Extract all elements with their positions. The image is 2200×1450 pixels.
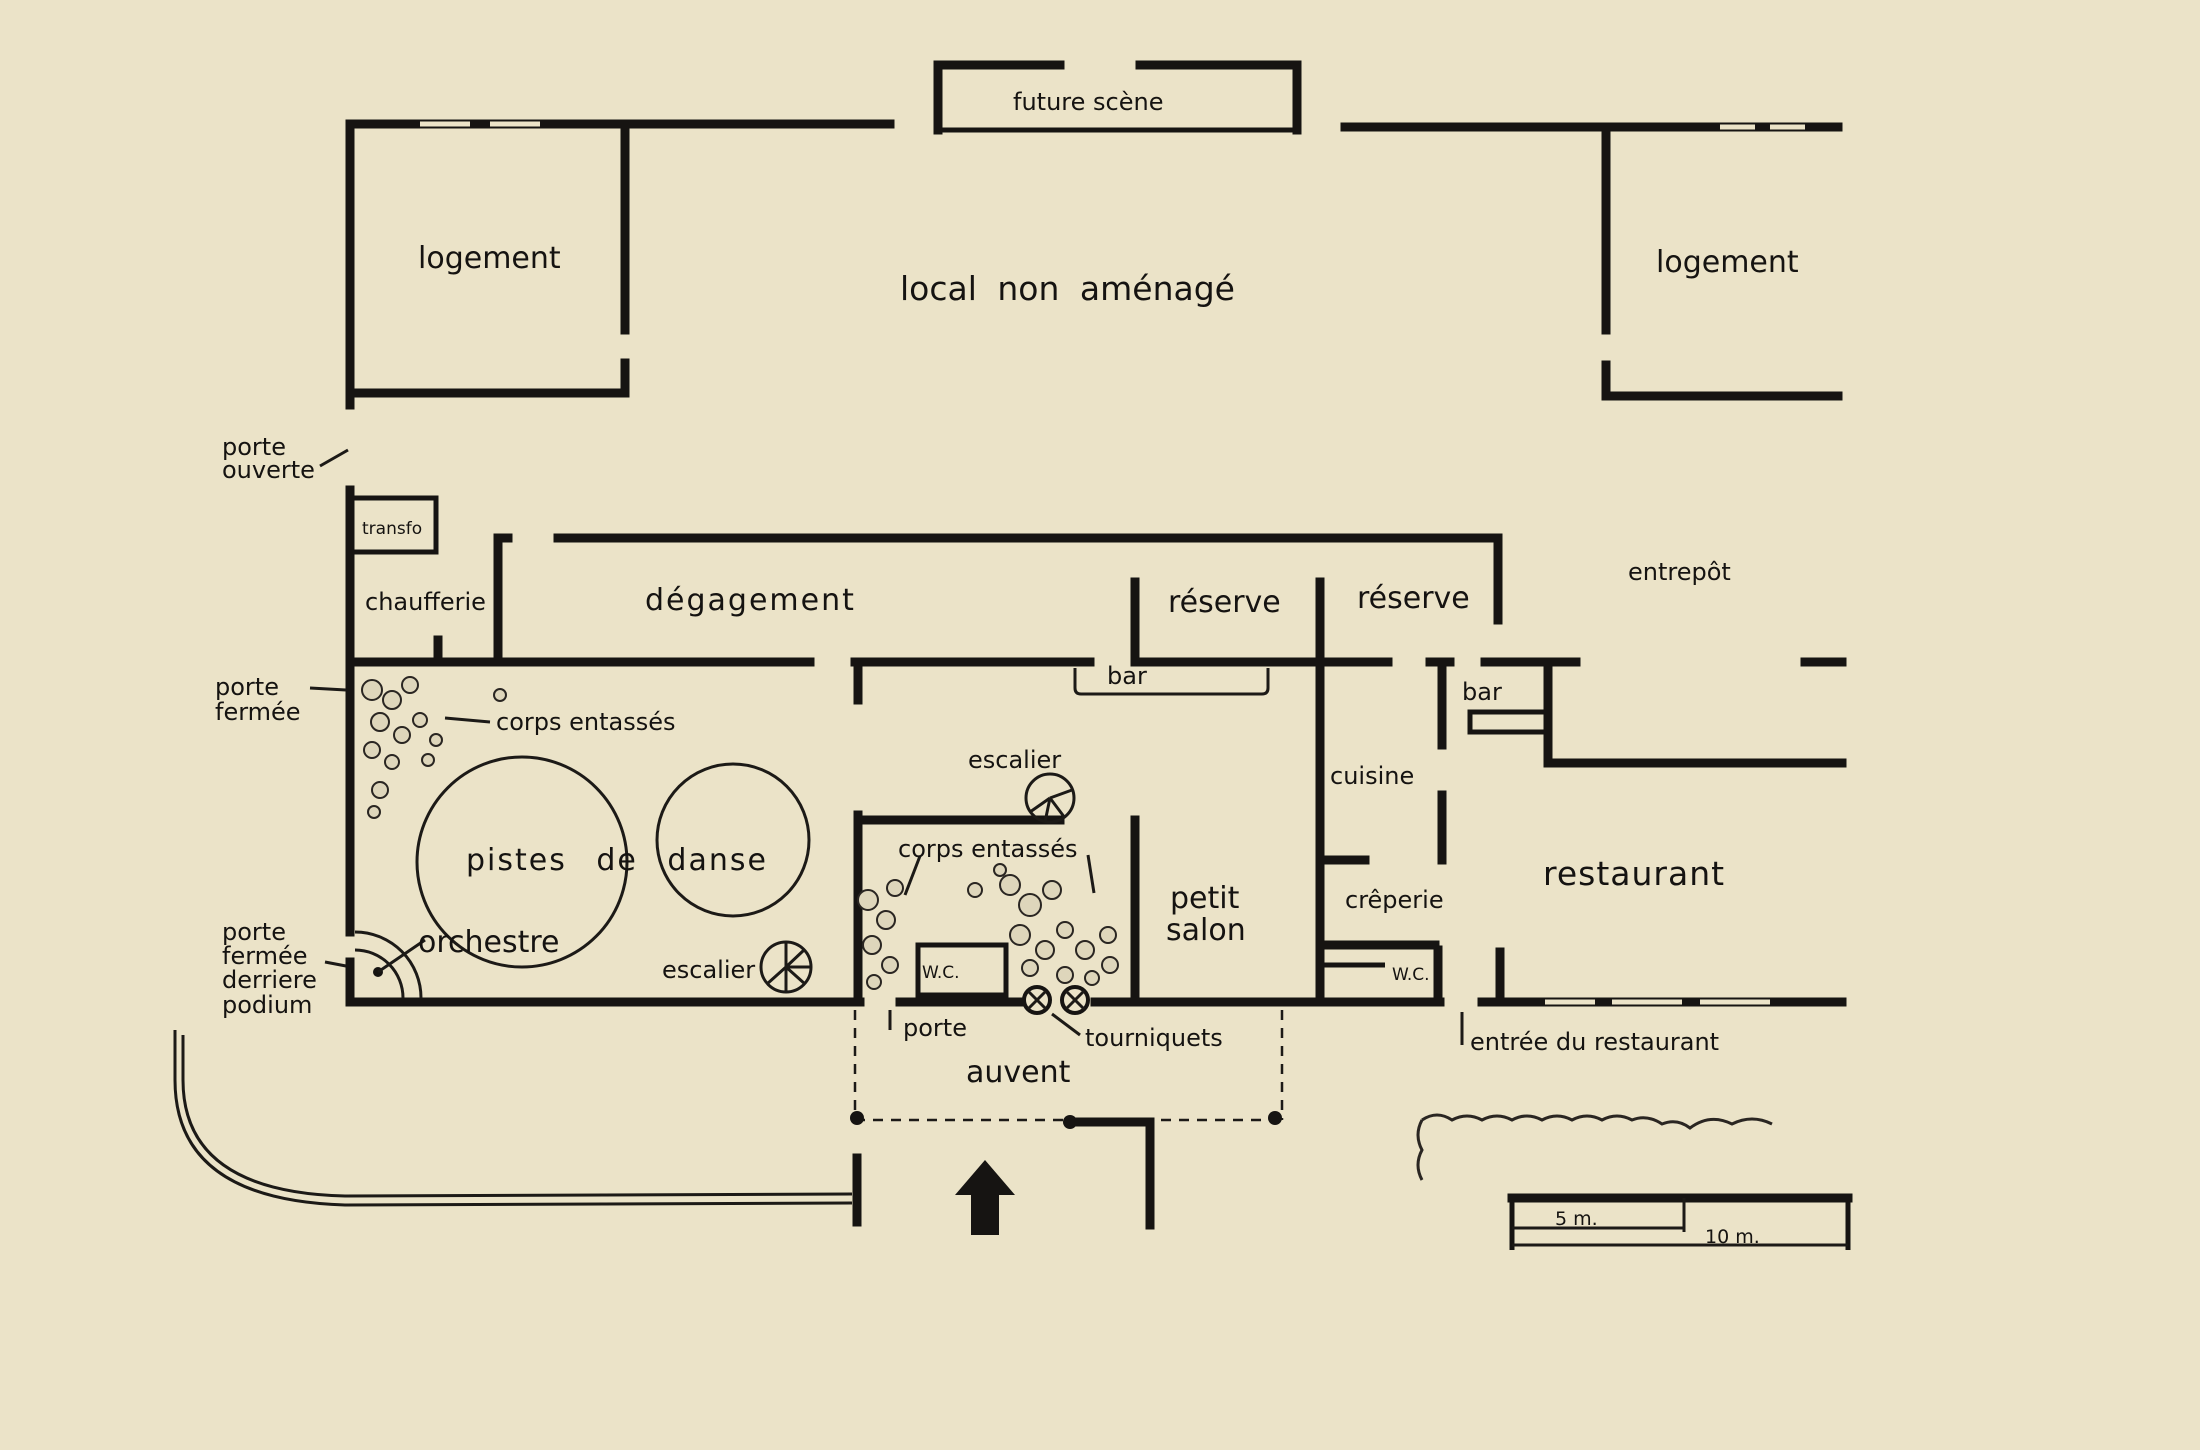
label-escalier-2: escalier [662, 956, 755, 984]
label-logement-left: logement [418, 241, 561, 276]
label-transfo: transfo [362, 519, 422, 539]
label-reserve-2: réserve [1357, 581, 1470, 616]
dance-floor-circle-2 [655, 762, 811, 918]
label-porte-ouverte-2: ouverte [222, 456, 315, 484]
bar-counter-1 [1073, 668, 1270, 696]
label-porte-podium-4: podium [222, 991, 312, 1019]
top-wing-walls [345, 60, 1843, 670]
label-escalier-1: escalier [968, 746, 1061, 774]
label-porte-fermee-2: fermée [215, 698, 301, 726]
label-petit: petit [1170, 881, 1240, 916]
label-future-scene: future scène [1013, 88, 1163, 116]
label-cuisine: cuisine [1330, 762, 1414, 790]
orchestra-podium [354, 930, 423, 999]
outer-perimeter [173, 1030, 853, 1207]
label-porte-podium-2: fermée [222, 942, 308, 970]
label-restaurant: restaurant [1543, 854, 1725, 893]
stair-icon-1 [1024, 772, 1076, 824]
transfo-box [347, 495, 439, 555]
dance-floor-circle-1 [415, 755, 629, 969]
auvent-area [173, 1010, 1284, 1235]
label-local-non-amenage: local non aménagé [900, 269, 1235, 308]
label-corps-entasses-2: corps entassés [898, 835, 1077, 863]
label-reserve-1: réserve [1168, 585, 1281, 620]
label-porte-fermee-1: porte [215, 673, 279, 701]
label-porte-ouverte-1: porte [222, 433, 286, 461]
pointer-arrows [309, 448, 1464, 1045]
hedge-outline [1416, 1113, 1773, 1181]
label-pistes-de-danse: pistes de danse [466, 843, 768, 878]
label-auvent: auvent [966, 1055, 1071, 1090]
label-logement-right: logement [1656, 245, 1799, 280]
label-salon: salon [1166, 913, 1246, 948]
label-tourniquets: tourniquets [1085, 1024, 1223, 1052]
label-chaufferie: chaufferie [365, 588, 486, 616]
middle-band-walls [433, 533, 1503, 1005]
label-wc-1: W.C. [922, 963, 960, 983]
label-bar-1: bar [1107, 662, 1147, 690]
stair-icon-2 [759, 940, 813, 994]
bodies-group-2 [857, 863, 1119, 990]
main-floor-walls [345, 657, 1847, 1007]
bodies-group-1 [361, 676, 507, 819]
label-corps-entasses-1: corps entassés [496, 708, 675, 736]
label-porte: porte [903, 1014, 967, 1042]
label-entrepot: entrepôt [1628, 558, 1731, 586]
entrance-arrow-icon [955, 1160, 1015, 1235]
label-wc-2: W.C. [1392, 965, 1430, 985]
wc-box-1 [915, 942, 1009, 998]
label-porte-podium-3: derriere [222, 966, 317, 994]
label-scale-5m: 5 m. [1555, 1208, 1598, 1230]
label-creperie: crêperie [1345, 886, 1444, 914]
label-scale-10m: 10 m. [1705, 1226, 1760, 1248]
label-porte-podium-1: porte [222, 918, 286, 946]
dance-floor [354, 755, 811, 999]
label-entree-du-restaurant: entrée du restaurant [1470, 1028, 1719, 1056]
scale-bar [1507, 1193, 1853, 1250]
label-orchestre: orchestre [418, 925, 560, 960]
label-bar-2: bar [1462, 678, 1502, 706]
turnstile-icons [1022, 985, 1090, 1015]
label-degagement: dégagement [645, 583, 856, 618]
